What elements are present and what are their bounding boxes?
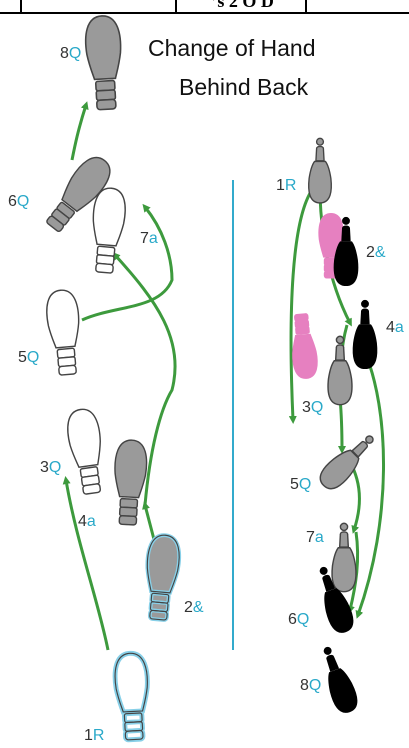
- left-shoe-8q: [83, 14, 125, 111]
- left-shoe-5q: [44, 288, 85, 377]
- clipped-table-text: ’s 2 O D: [212, 0, 274, 11]
- right-shoe-5q: [314, 427, 382, 495]
- right-step-label-1r: 1R: [276, 177, 296, 194]
- right-step-label-5q: 5Q: [290, 476, 311, 493]
- left-step-label-2-and: 2&: [184, 599, 204, 616]
- right-shoe-7a: [331, 522, 357, 593]
- right-shoe-4a: [352, 299, 378, 370]
- left-shoe-4a: [111, 438, 149, 527]
- diagram-title-line-2: Behind Back: [179, 74, 309, 100]
- right-step-label-2-and: 2&: [366, 244, 386, 261]
- right-step-label-4a: 4a: [386, 319, 404, 336]
- left-step-label-4a: 4a: [78, 513, 96, 530]
- right-shoe-3q: [327, 335, 353, 406]
- right-shoe-pink-lower: [288, 312, 320, 380]
- table-divider: [20, 0, 22, 12]
- diagram-title-line-1: Change of Hand: [148, 35, 316, 61]
- left-step-label-7a: 7a: [140, 230, 158, 247]
- left-step-label-3q: 3Q: [40, 459, 61, 476]
- right-step-label-3q: 3Q: [302, 399, 323, 416]
- table-divider: [175, 0, 177, 12]
- right-step-label-7a: 7a: [306, 529, 324, 546]
- left-shoe-3q: [64, 406, 109, 497]
- right-step-label-6q: 6Q: [288, 611, 309, 628]
- top-table-fragment: ’s 2 O D: [0, 0, 409, 14]
- left-step-label-1r: 1R: [84, 727, 104, 744]
- table-divider: [305, 0, 307, 12]
- right-shoe-8q: [314, 643, 362, 717]
- right-step-label-8q: 8Q: [300, 677, 321, 694]
- left-step-label-6q: 6Q: [8, 193, 29, 210]
- left-step-label-8q: 8Q: [60, 45, 81, 62]
- right-shoe-1r: [308, 137, 332, 204]
- left-step-label-5q: 5Q: [18, 349, 39, 366]
